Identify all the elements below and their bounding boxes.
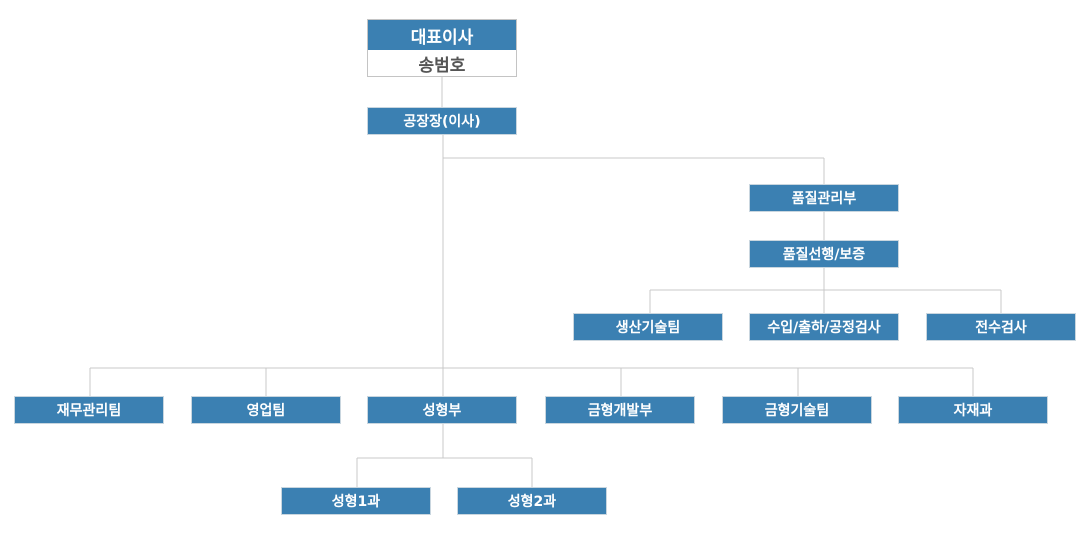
plant-manager-box: 공장장(이사) — [367, 107, 517, 135]
department-box: 금형기술팀 — [722, 396, 872, 424]
department-box: 자재과 — [898, 396, 1048, 424]
quality-team-box: 생산기술팀 — [573, 313, 723, 341]
quality-team-box: 전수검사 — [926, 313, 1076, 341]
department-box: 재무관리팀 — [14, 396, 164, 424]
department-box: 금형개발부 — [545, 396, 695, 424]
quality-team-box: 수입/출하/공정검사 — [749, 313, 899, 341]
quality-assurance-box: 품질선행/보증 — [749, 240, 899, 268]
ceo-title: 대표이사 — [368, 20, 516, 50]
molding-section-box: 성형1과 — [281, 487, 431, 515]
department-box: 영업팀 — [191, 396, 341, 424]
ceo-box: 대표이사 송범호 — [367, 19, 517, 77]
ceo-name: 송범호 — [368, 50, 516, 76]
quality-dept-box: 품질관리부 — [749, 184, 899, 212]
molding-section-box: 성형2과 — [457, 487, 607, 515]
department-box: 성형부 — [367, 396, 517, 424]
